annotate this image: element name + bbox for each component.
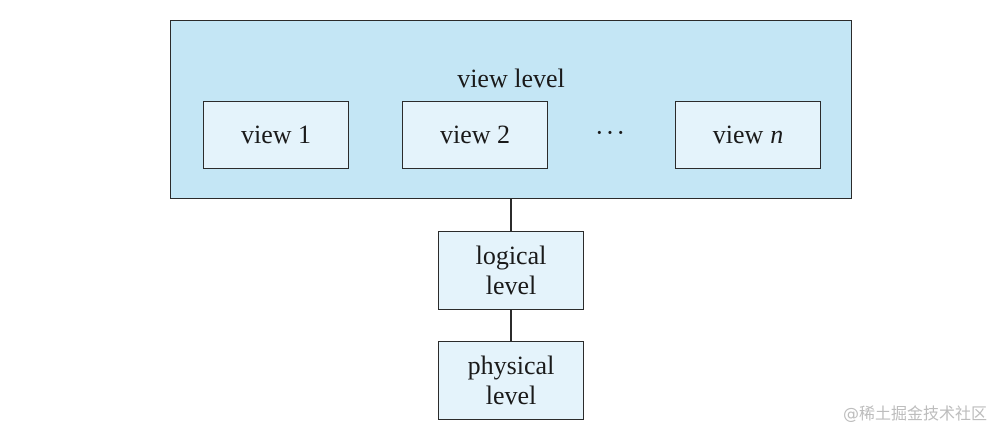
view-1-box: view 1 (203, 101, 349, 169)
view-2-label: view 2 (439, 120, 511, 149)
physical-level-label: physical level (467, 350, 555, 410)
view-level-title: view level (457, 64, 565, 93)
watermark-text: @稀土掘金技术社区 (842, 404, 987, 423)
logical-level-box: logical level (438, 231, 584, 310)
physical-level-box: physical level (438, 341, 584, 420)
connector-view-to-logical (510, 199, 512, 231)
view-1-label: view 1 (240, 120, 312, 149)
connector-logical-to-physical (510, 310, 512, 341)
view-n-italic: n (770, 120, 784, 149)
logical-level-label: logical level (475, 240, 547, 300)
view-2-box: view 2 (402, 101, 548, 169)
view-n-label: view (712, 120, 764, 149)
views-ellipsis: ··· (595, 118, 627, 147)
